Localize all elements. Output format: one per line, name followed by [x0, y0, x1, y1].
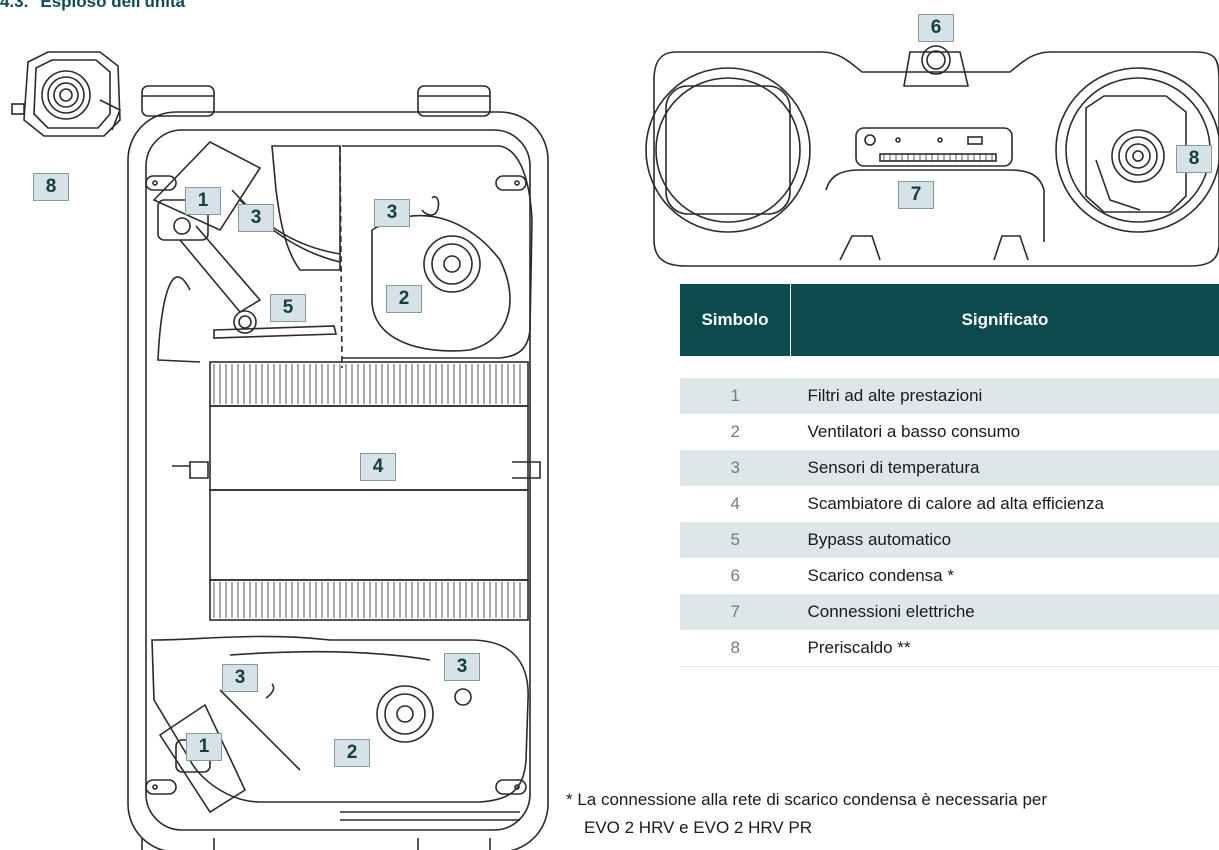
legend-symbol: 2: [730, 422, 740, 441]
legend-symbol: 7: [680, 594, 791, 630]
legend-meaning: Connessioni elettriche: [790, 594, 1219, 630]
callout-8-small-preheater: 8: [33, 173, 69, 201]
legend-row: 6 Scarico condensa *: [680, 558, 1219, 594]
callout-3-sensor-top-right: 3: [374, 199, 410, 227]
legend-header-symbol: Simbolo: [680, 284, 791, 356]
callout-3-sensor-bottom-left: 3: [222, 664, 258, 692]
callout-1-filter-bottom: 1: [186, 733, 222, 761]
callout-5-bypass: 5: [270, 294, 306, 322]
legend-meaning: Preriscaldo **: [790, 630, 1219, 667]
legend-meaning: Scarico condensa *: [807, 566, 954, 585]
legend-symbol: 3: [680, 450, 791, 486]
legend-meaning: Bypass automatico: [790, 522, 1219, 558]
callout-2-fan-top: 2: [386, 285, 422, 313]
legend-symbol: 5: [680, 522, 791, 558]
section-title: Esploso dell'unità: [40, 0, 186, 11]
legend-header-meaning: Significato: [790, 284, 1219, 356]
footnote-line-1: * La connessione alla rete di scarico co…: [566, 790, 1048, 809]
legend-header-row: Simbolo Significato: [680, 284, 1219, 356]
legend-meaning: Filtri ad alte prestazioni: [790, 378, 1219, 414]
legend-table: Simbolo Significato 1 Filtri ad alte pre…: [680, 284, 1219, 667]
legend-spacer: [680, 356, 1219, 378]
callout-3-sensor-top-left: 3: [238, 204, 274, 232]
callout-7-electrical-connections: 7: [898, 181, 934, 209]
legend-meaning: Sensori di temperatura: [790, 450, 1219, 486]
legend-symbol: 4: [730, 494, 740, 513]
legend-symbol: 1: [680, 378, 791, 414]
unit-front-view: [645, 45, 1219, 267]
callout-1-filter-top: 1: [185, 187, 221, 215]
legend-symbol: 8: [680, 630, 791, 667]
legend-row: 3 Sensori di temperatura: [680, 450, 1219, 486]
callout-8-front-preheater: 8: [1176, 145, 1212, 173]
section-number: 4.3.: [0, 0, 29, 11]
section-heading: 4.3. Esploso dell'unità: [0, 0, 185, 12]
callout-3-sensor-bottom-right: 3: [444, 653, 480, 681]
legend-row: 7 Connessioni elettriche: [680, 594, 1219, 630]
legend-meaning: Scambiatore di calore ad alta efficienza: [807, 494, 1104, 513]
legend-row: 8 Preriscaldo **: [680, 630, 1219, 667]
legend-row: 1 Filtri ad alte prestazioni: [680, 378, 1219, 414]
preheater-sketch-small: [11, 51, 122, 137]
legend-row: 4 Scambiatore di calore ad alta efficien…: [680, 486, 1219, 522]
footnote-line-2: EVO 2 HRV e EVO 2 HRV PR: [584, 818, 813, 837]
legend-symbol: 6: [730, 566, 740, 585]
unit-top-view: [127, 85, 549, 850]
legend-row: 2 Ventilatori a basso consumo: [680, 414, 1219, 450]
callout-4-heat-exchanger: 4: [360, 453, 396, 481]
legend-meaning: Ventilatori a basso consumo: [807, 422, 1021, 441]
callout-6-condensate-drain: 6: [918, 14, 954, 42]
callout-2-fan-bottom: 2: [334, 739, 370, 767]
legend-row: 5 Bypass automatico: [680, 522, 1219, 558]
footnote: * La connessione alla rete di scarico co…: [566, 786, 1047, 842]
